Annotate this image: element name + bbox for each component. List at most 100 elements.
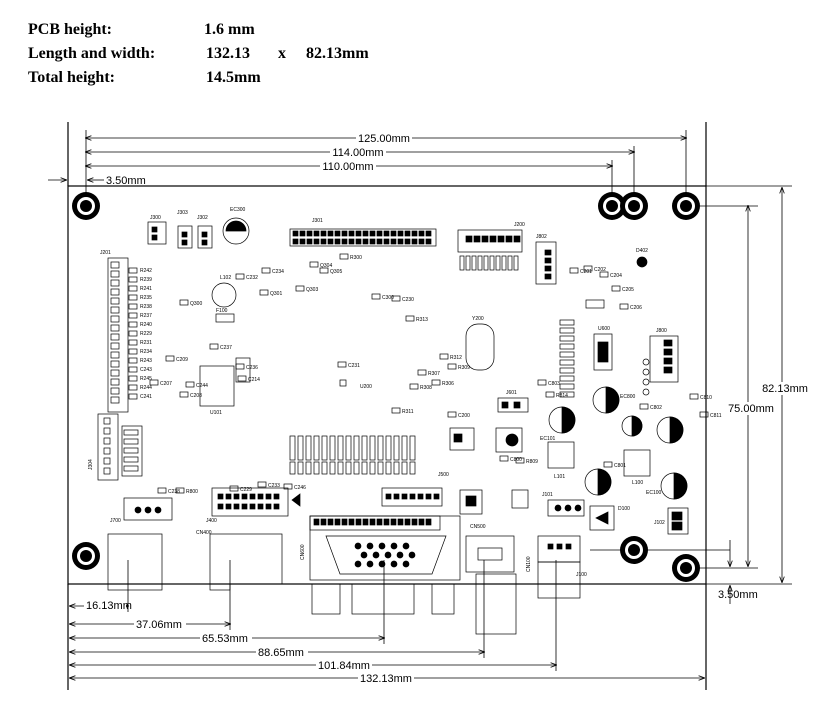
pin <box>348 230 355 237</box>
part-label: R244 <box>140 385 152 391</box>
j100-body <box>537 561 581 599</box>
cn600-vga <box>309 515 461 581</box>
header-label: J500 <box>438 472 449 478</box>
pin <box>362 230 369 237</box>
smd-part <box>283 483 293 490</box>
pin <box>411 238 418 245</box>
resistor-array <box>345 435 352 461</box>
resistor-array <box>459 255 465 271</box>
part-label: R311 <box>402 409 414 415</box>
smd-part <box>583 265 593 272</box>
part-label: C801 <box>614 463 626 469</box>
header-label: J102 <box>654 520 665 526</box>
header-j501 <box>459 489 483 515</box>
resistor <box>123 429 139 436</box>
pin <box>385 493 392 500</box>
resistor-array <box>489 255 495 271</box>
smd-part <box>537 379 547 386</box>
header-j700 <box>123 497 173 521</box>
smd-part <box>409 383 419 390</box>
pin <box>233 493 240 500</box>
times-sign: x <box>278 45 286 62</box>
part-label: R243 <box>140 358 152 364</box>
ec300-fill <box>225 220 247 232</box>
part-label: Q301 <box>270 291 282 297</box>
pin <box>453 433 463 443</box>
pin <box>233 503 240 510</box>
smd-part <box>309 261 319 268</box>
part-label: C233 <box>268 483 280 489</box>
part-label: C206 <box>630 305 642 311</box>
resistor-array <box>305 461 312 475</box>
pin <box>341 238 348 245</box>
part-label: R800 <box>186 489 198 495</box>
pin <box>663 366 673 374</box>
smd-part <box>619 303 629 310</box>
header-label: J802 <box>536 234 547 240</box>
header-j500b <box>495 427 523 453</box>
pin <box>103 437 111 445</box>
l101-inductor <box>547 441 575 469</box>
pin <box>383 230 390 237</box>
header-j802 <box>535 241 557 285</box>
smd-part <box>447 363 457 370</box>
pin <box>554 504 562 512</box>
part-label: R308 <box>420 385 432 391</box>
pin <box>103 427 111 435</box>
resistor-array <box>345 461 352 475</box>
pin <box>201 239 208 246</box>
header-j301 <box>289 228 437 247</box>
part-label: R229 <box>140 331 152 337</box>
resistor-array <box>471 255 477 271</box>
cn400-foot <box>209 583 231 591</box>
smd-part <box>599 271 609 278</box>
pin <box>383 238 390 245</box>
pad <box>642 378 650 386</box>
dim-88: 88.65mm <box>258 647 304 659</box>
resistor-array <box>369 461 376 475</box>
pin <box>465 495 477 507</box>
header-label: J200 <box>514 222 525 228</box>
pin <box>257 493 264 500</box>
dim-110: 110.00mm <box>322 161 373 173</box>
resistor-array <box>297 435 304 461</box>
pin <box>372 551 380 559</box>
pin <box>225 493 232 500</box>
pin <box>378 542 386 550</box>
part-label: EC101 <box>540 436 556 442</box>
pin <box>320 518 327 526</box>
pin <box>273 503 280 510</box>
part-label: R809 <box>526 459 538 465</box>
part-label: Q305 <box>330 269 342 275</box>
header-long <box>309 515 441 531</box>
part-label: R231 <box>140 340 152 346</box>
ec102-fill <box>597 468 612 496</box>
dim-101: 101.84mm <box>318 660 370 672</box>
resistor <box>128 285 138 292</box>
pin <box>473 235 481 243</box>
pin <box>181 231 188 238</box>
mount-hole-top-mid-2 <box>620 192 648 220</box>
part-label: U600 <box>598 326 610 332</box>
part-label: C214 <box>248 377 260 383</box>
part-label: R241 <box>140 286 152 292</box>
resistor <box>128 366 138 373</box>
resistor-array <box>409 435 416 461</box>
resistor <box>559 343 575 350</box>
pin <box>341 518 348 526</box>
pin <box>144 506 152 514</box>
pin <box>103 447 111 455</box>
pin <box>313 230 320 237</box>
pin <box>103 467 111 475</box>
part-label: R313 <box>416 317 428 323</box>
pin <box>397 238 404 245</box>
u800-part <box>585 299 605 309</box>
d500-part <box>511 489 529 509</box>
pin <box>110 351 120 359</box>
resistor <box>559 351 575 358</box>
smd-part <box>603 461 613 468</box>
cn500-body <box>475 573 517 635</box>
length-width-label: Length and width: <box>28 45 156 62</box>
resistor <box>559 383 575 390</box>
